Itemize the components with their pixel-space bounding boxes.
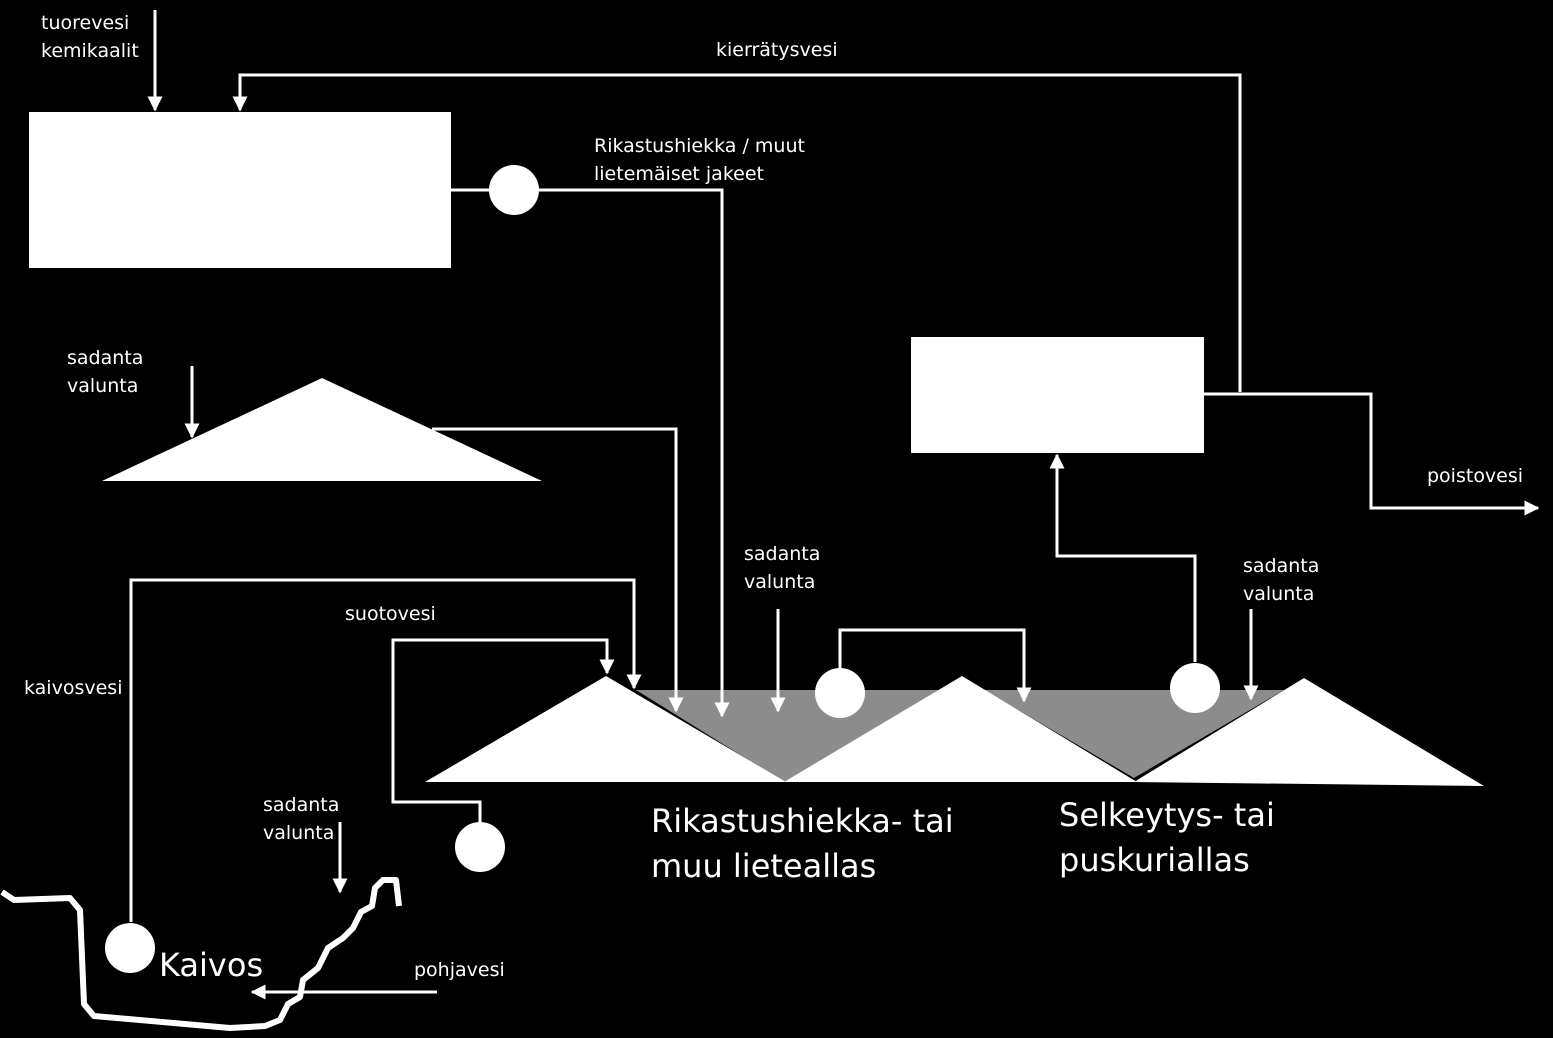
label-precipitation-pile-2: valunta — [67, 375, 138, 397]
pond-dam-middle — [784, 676, 1137, 782]
label-clarification-pond-2: puskuriallas — [1059, 841, 1250, 879]
pump-pond-transfer — [815, 668, 865, 718]
clarification-pond-water — [984, 690, 1284, 778]
label-seepage-water: suotovesi — [345, 603, 436, 625]
processing-plant-box — [29, 112, 451, 268]
label-precipitation-tailings-1: sadanta — [744, 543, 820, 565]
pile-runoff-line — [432, 427, 684, 713]
label-tailings-line1: Rikastushiekka / muut — [594, 135, 805, 157]
label-groundwater: pohjavesi — [414, 959, 505, 981]
mine-water-line — [129, 578, 642, 922]
pump-clarified-water — [1170, 663, 1220, 713]
seepage-water-line — [391, 638, 615, 824]
waste-rock-pile — [102, 378, 542, 481]
pond-dam-right — [1134, 678, 1484, 786]
label-tailings-line2: lietemäiset jakeet — [594, 163, 764, 185]
label-precipitation-mine-1: sadanta — [263, 794, 339, 816]
label-mine: Kaivos — [159, 946, 263, 984]
label-precipitation-pile-1: sadanta — [67, 347, 143, 369]
label-tailings-pond-1: Rikastushiekka- tai — [651, 802, 954, 840]
mine-pit-outline — [0, 877, 402, 1031]
label-precipitation-tailings-2: valunta — [744, 571, 815, 593]
pond-transfer-line — [838, 628, 1032, 703]
label-tailings-pond-2: muu lieteallas — [651, 847, 876, 885]
pump-mine-water — [105, 923, 155, 973]
label-mine-water: kaivosvesi — [24, 677, 122, 699]
label-precipitation-clarification-1: sadanta — [1243, 555, 1319, 577]
pond-dam-left — [425, 676, 786, 782]
label-precipitation-clarification-2: valunta — [1243, 583, 1314, 605]
label-clarification-pond-1: Selkeytys- tai — [1059, 796, 1275, 834]
clarified-to-treatment-line — [1049, 453, 1197, 662]
pump-tailings — [489, 165, 539, 215]
label-chemicals: kemikaalit — [41, 40, 139, 62]
pump-seepage — [455, 822, 505, 872]
label-fresh-water: tuorevesi — [41, 12, 129, 34]
label-discharge-water: poistovesi — [1427, 465, 1523, 487]
label-recycle-water: kierrätysvesi — [716, 39, 838, 61]
recycle-water-line — [232, 73, 1242, 392]
treatment-outlet-line — [1204, 392, 1540, 516]
label-precipitation-mine-2: valunta — [263, 822, 334, 844]
water-treatment-box — [911, 337, 1204, 453]
tailings-pipe-line — [538, 188, 730, 718]
